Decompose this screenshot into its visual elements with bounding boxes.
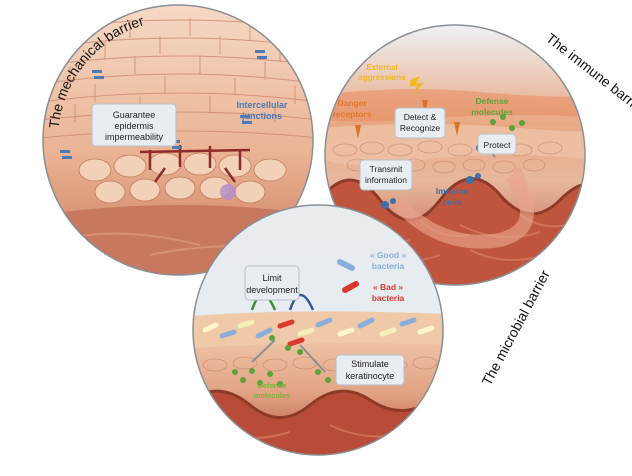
detect-recognize-box: [394, 107, 446, 139]
transmit-information-box: [359, 159, 413, 191]
defense-molecules-mic-2: molecules: [254, 391, 291, 400]
impermeability-label-3: impermeability: [105, 132, 164, 142]
danger-receptors-2: receptors: [333, 109, 372, 119]
detect-label-2: Recognize: [400, 123, 440, 133]
limit-development-box: [244, 265, 300, 301]
junctions-label-1: Intercellular: [236, 100, 288, 110]
protect-label: Protect: [484, 140, 512, 150]
protect-box: [477, 133, 517, 155]
immune-cells-1: Immune: [436, 186, 469, 196]
impermeability-box: [91, 103, 177, 147]
bad-bacteria-icon: [342, 281, 359, 293]
stimulate-label-1: Stimulate: [351, 359, 389, 369]
stimulate-label-2: keratinocyte: [346, 371, 395, 381]
stimulate-keratinocyte-box: [335, 354, 405, 386]
limit-development-2: development: [246, 285, 298, 295]
good-bacteria-icon: [337, 259, 355, 271]
bad-bacteria-word: bacteria: [372, 293, 405, 303]
junctions-label-2: junctions: [241, 111, 282, 121]
limit-development-1: Limit: [262, 273, 282, 283]
good-bacteria-word: bacteria: [372, 261, 405, 271]
detect-label-1: Detect &: [404, 112, 437, 122]
transmit-label-2: information: [365, 175, 407, 185]
mechanical-barrier-circle: [42, 4, 314, 276]
immune-cells-2: cells: [443, 197, 462, 207]
external-aggressions-1: External: [366, 63, 398, 72]
external-aggressions-2: aggressions: [358, 73, 406, 82]
impermeability-label-2: epidermis: [114, 121, 154, 131]
defense-molecules-imm-1: Defense: [475, 96, 508, 106]
defense-molecules-imm-2: molecules: [471, 107, 513, 117]
bad-bacteria-quote: « Bad »: [373, 282, 404, 292]
transmit-label-1: Transmit: [370, 164, 403, 174]
good-bacteria-quote: « Good »: [370, 250, 407, 260]
inhibition-arc-bad: [288, 293, 315, 311]
impermeability-label-1: Guarantee: [113, 110, 156, 120]
microbial-barrier-title: The microbial barrier: [478, 267, 553, 388]
danger-receptors-1: Danger: [337, 98, 367, 108]
defense-molecules-mic-1: Defense: [257, 381, 286, 390]
